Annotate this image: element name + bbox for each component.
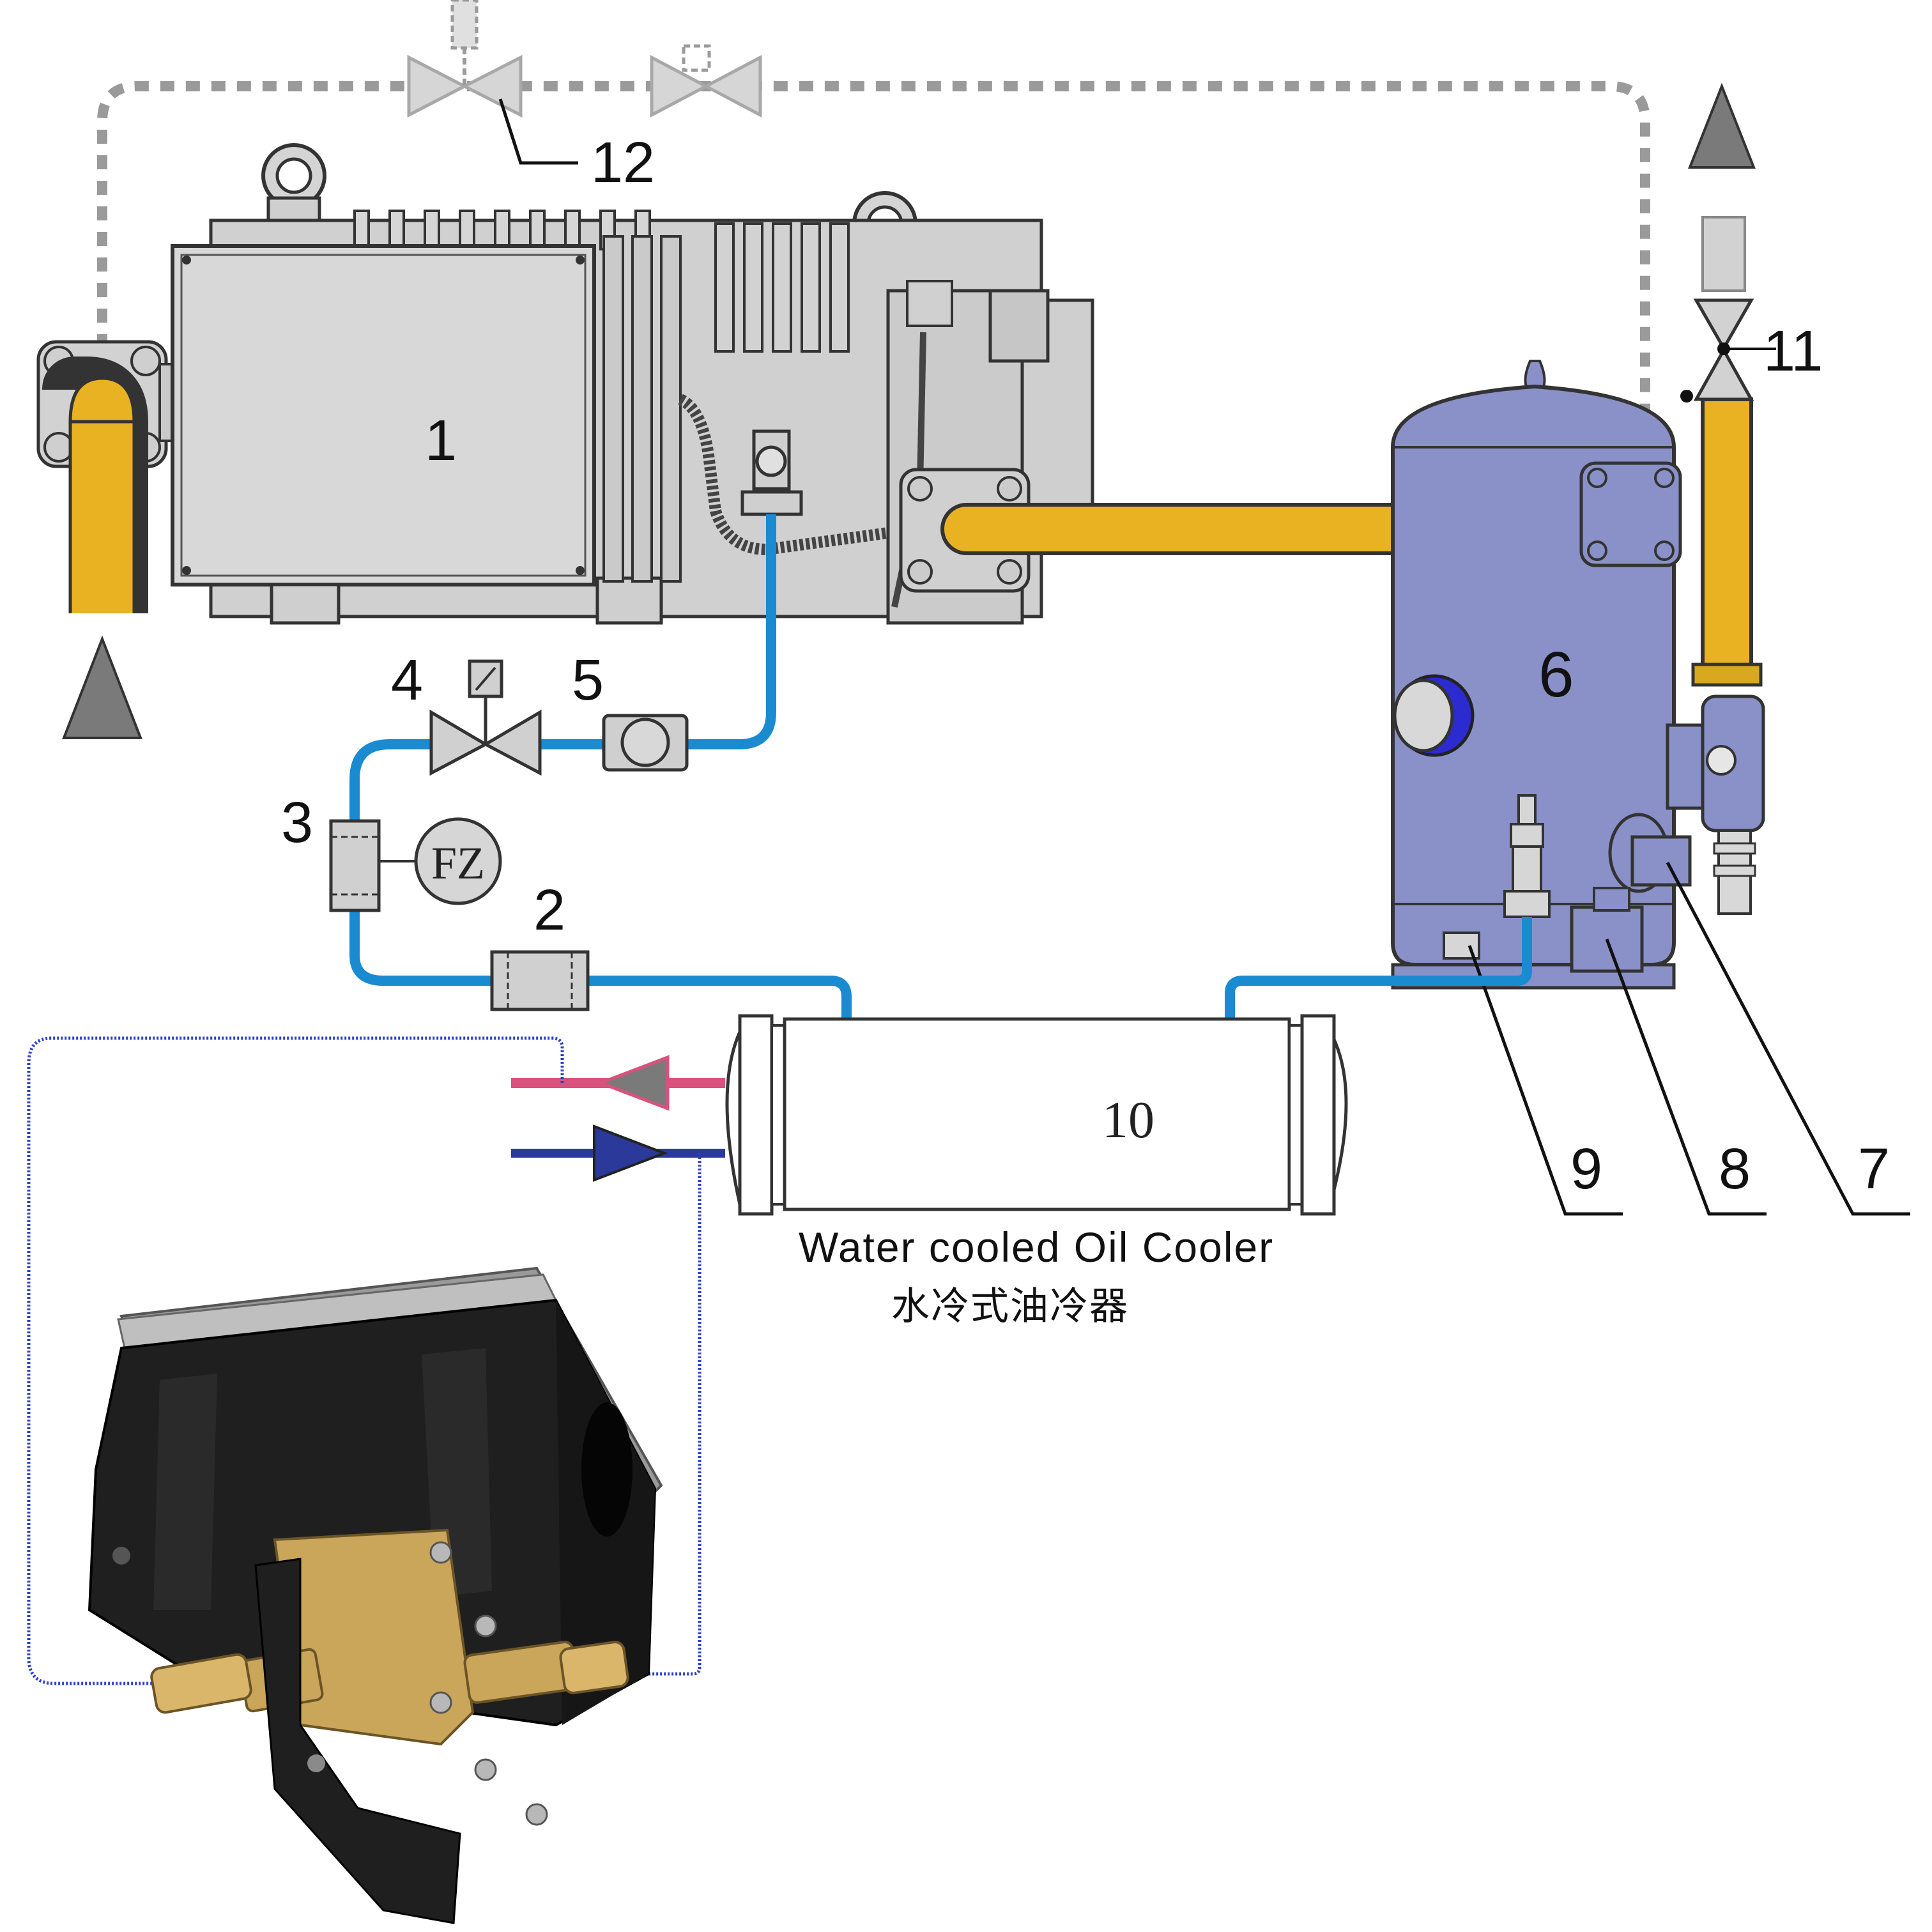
label-2: 2: [533, 878, 565, 942]
label-7: 7: [1858, 1137, 1890, 1201]
flow-switch: FZ 3: [281, 791, 502, 912]
bypass-valve-left: [407, 0, 523, 118]
oil-filter: 2: [490, 878, 590, 1011]
label-11: 11: [1763, 319, 1823, 383]
suction-inlet-arrow: [62, 635, 142, 739]
leader-7: 7: [1666, 861, 1910, 1216]
sight-glass: 5: [572, 648, 689, 772]
cooler-caption: Water cooled Oil Cooler 水冷式油冷器: [799, 1223, 1274, 1328]
oil-line: [349, 514, 1532, 1041]
leader-9: 9: [1468, 945, 1623, 1216]
caption-chinese: 水冷式油冷器: [891, 1285, 1129, 1328]
water-outlet-line: [511, 1055, 725, 1111]
label-10: 10: [1102, 1091, 1154, 1149]
label-1: 1: [425, 409, 457, 473]
oil-separator: 6: [1391, 360, 1765, 990]
caption-english: Water cooled Oil Cooler: [799, 1223, 1274, 1271]
fz-label: FZ: [431, 838, 485, 889]
bypass-valve-right: [650, 44, 762, 118]
discharge-outlet-arrow: [1688, 82, 1756, 169]
label-4: 4: [391, 648, 423, 712]
suction-line: [42, 356, 148, 613]
outlet-stop-valve: 11: [1680, 216, 1823, 402]
label-9: 9: [1570, 1137, 1602, 1201]
oil-cooler: 10: [725, 1014, 1348, 1216]
solenoid-valve: 4: [391, 648, 542, 776]
label-5: 5: [572, 648, 604, 712]
bypass-line: [97, 81, 1650, 447]
label-6: 6: [1538, 639, 1574, 710]
water-inlet-line: [511, 1124, 725, 1182]
label-3: 3: [281, 791, 313, 855]
label-12: 12: [591, 131, 655, 195]
leader-12: 12: [498, 98, 655, 195]
label-8: 8: [1719, 1137, 1751, 1201]
discharge-out-line: [1691, 397, 1763, 687]
compressor: 1: [36, 143, 1094, 625]
water-regulating-valve: [88, 1266, 663, 1924]
valve-wiring: [27, 1036, 702, 1685]
leader-8: 8: [1605, 939, 1767, 1216]
